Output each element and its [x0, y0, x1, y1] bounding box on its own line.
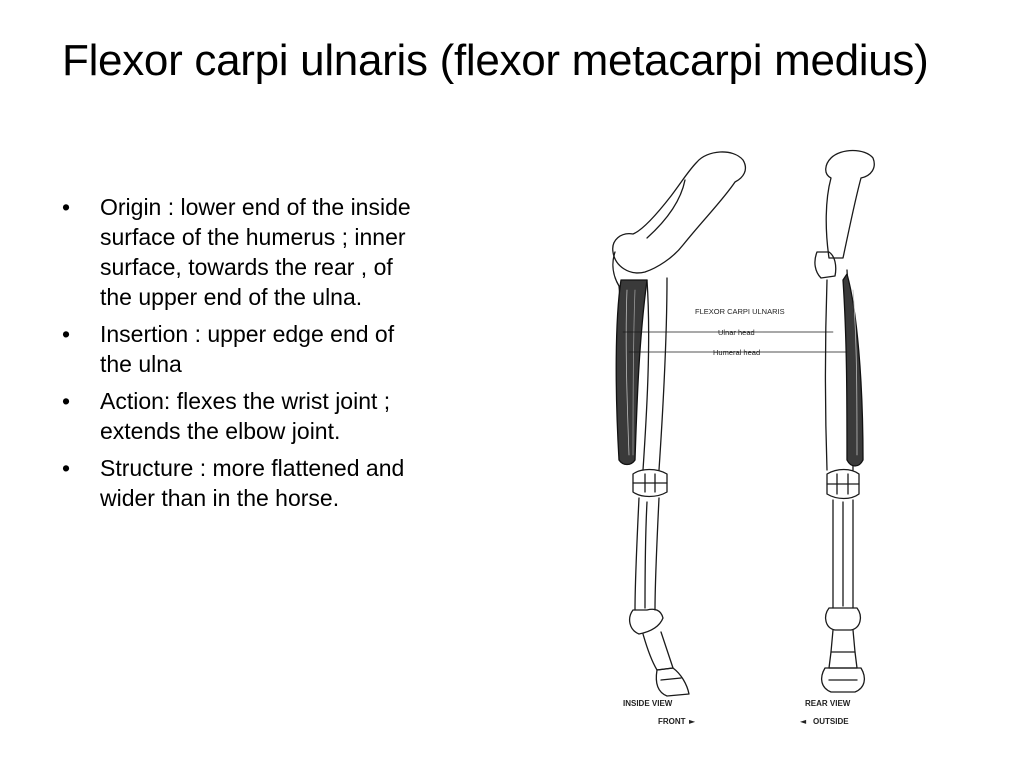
humerus-bone-rear — [825, 149, 875, 259]
bullet-list: • Origin : lower end of the inside surfa… — [62, 192, 427, 520]
inside-view-label: INSIDE VIEW — [623, 699, 673, 708]
inside-view-limb — [612, 151, 747, 697]
flexor-carpi-ulnaris-muscle-rear — [842, 273, 864, 467]
outside-arrow-icon: ◄ — [800, 717, 807, 726]
ulnar-head-label: Ulnar head — [718, 328, 755, 337]
bullet-dot: • — [62, 321, 71, 347]
hoof-bone — [655, 667, 690, 697]
bullet-dot: • — [62, 194, 71, 220]
bullet-dot: • — [62, 455, 71, 481]
bullet-dot: • — [62, 388, 71, 414]
muscle-label: FLEXOR CARPI ULNARIS — [695, 307, 785, 316]
bullet-text: Insertion : upper edge end of the ulna — [100, 321, 395, 377]
flexor-carpi-ulnaris-muscle — [615, 279, 648, 466]
front-direction-label: FRONT — [658, 717, 686, 726]
front-arrow-icon: ► — [689, 717, 696, 726]
carpal-bones — [632, 468, 668, 498]
humerus-bone — [612, 151, 747, 274]
rear-view-label: REAR VIEW — [805, 699, 851, 708]
bullet-text: Structure : more flattened and wider tha… — [100, 455, 405, 511]
carpal-bones-rear — [826, 468, 860, 500]
radius-bone — [642, 277, 668, 471]
outside-direction-label: OUTSIDE — [813, 717, 849, 726]
hoof-bone-rear — [820, 667, 866, 693]
forelimb-illustration: FLEXOR CARPI ULNARIS Ulnar head Humeral … — [612, 149, 875, 726]
bullet-item-origin: • Origin : lower end of the inside surfa… — [62, 192, 427, 312]
bullet-item-structure: • Structure : more flattened and wider t… — [62, 453, 427, 513]
metacarpal-bone-rear — [832, 499, 854, 609]
metacarpal-bone — [634, 497, 660, 611]
bullet-text: Origin : lower end of the inside surface… — [100, 194, 411, 310]
bullet-item-insertion: • Insertion : upper edge end of the ulna — [62, 319, 427, 379]
slide-title: Flexor carpi ulnaris (flexor metacarpi m… — [62, 36, 929, 85]
rear-view-limb — [814, 149, 875, 693]
bullet-text: Action: flexes the wrist joint ; extends… — [100, 388, 391, 444]
bullet-item-action: • Action: flexes the wrist joint ; exten… — [62, 386, 427, 446]
anatomy-figure: FLEXOR CARPI ULNARIS Ulnar head Humeral … — [585, 140, 885, 740]
humeral-head-label: Humeral head — [713, 348, 760, 357]
